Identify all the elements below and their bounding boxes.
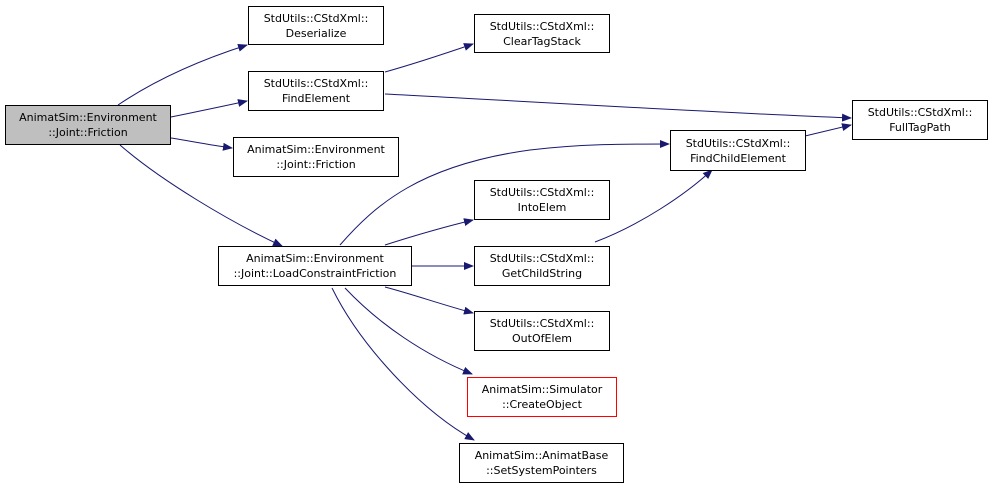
node-set-system-pointers-line1: AnimatSim::AnimatBase [474,449,609,462]
node-into-elem[interactable]: StdUtils::CStdXml:: IntoElem [474,180,610,220]
edge-find-element-to-clear-tag-stack [384,43,474,73]
node-find-element-line2: FindElement [281,92,351,105]
node-full-tag-path-line2: FullTagPath [889,121,951,134]
node-deserialize-line2: Deserialize [285,26,347,40]
node-full-tag-path-line1: StdUtils::CStdXml:: [867,106,973,119]
node-friction-ctor-line1: AnimatSim::Environment [247,143,385,156]
edge-load-to-create-object [344,287,473,375]
node-set-system-pointers-line2: ::SetSystemPointers [486,464,597,477]
edge-find-child-to-full-tag-path [804,123,852,137]
node-out-of-elem-line1: StdUtils::CStdXml:: [489,317,595,330]
edge-friction-to-load-constraint [119,144,283,247]
node-create-object[interactable]: AnimatSim::Simulator ::CreateObject [467,377,617,417]
node-find-child-element-line1: StdUtils::CStdXml:: [685,136,791,150]
node-create-object-line1: AnimatSim::Simulator [481,383,603,396]
edge-get-child-string-to-find-child [594,169,713,243]
node-load-constraint-friction-line1: AnimatSim::Environment [246,252,384,265]
node-find-child-element[interactable]: StdUtils::CStdXml:: FindChildElement [670,130,806,171]
node-into-elem-line1: StdUtils::CStdXml:: [489,186,595,199]
edge-friction-to-friction-ctor [170,137,233,151]
node-find-child-element-line2: FindChildElement [690,151,786,165]
node-friction-root-line2: ::Joint::Friction [48,126,128,139]
node-out-of-elem[interactable]: StdUtils::CStdXml:: OutOfElem [474,311,610,351]
node-get-child-string-line1: StdUtils::CStdXml:: [489,252,595,265]
node-clear-tag-stack-line2: ClearTagStack [503,34,581,48]
node-friction-root-line1: AnimatSim::Environment [19,111,157,124]
node-get-child-string-line2: GetChildString [501,267,583,280]
node-create-object-line2: ::CreateObject [502,398,582,411]
node-set-system-pointers[interactable]: AnimatSim::AnimatBase ::SetSystemPointer… [459,443,624,483]
node-load-constraint-friction-line2: ::Joint::LoadConstraintFriction [233,267,397,280]
edge-load-to-find-child [339,140,670,246]
edge-friction-to-find-element [170,99,248,118]
node-load-constraint-friction[interactable]: AnimatSim::Environment ::Joint::LoadCons… [218,246,412,286]
node-clear-tag-stack-line1: StdUtils::CStdXml:: [489,19,595,33]
node-get-child-string[interactable]: StdUtils::CStdXml:: GetChildString [474,246,610,286]
edge-load-to-out-of-elem [384,286,474,315]
node-friction-root[interactable]: AnimatSim::Environment ::Joint::Friction [5,105,171,145]
edge-load-to-into-elem [384,218,474,246]
node-full-tag-path[interactable]: StdUtils::CStdXml:: FullTagPath [852,100,988,140]
node-out-of-elem-line2: OutOfElem [512,332,572,345]
node-clear-tag-stack[interactable]: StdUtils::CStdXml:: ClearTagStack [474,14,610,53]
node-find-element[interactable]: StdUtils::CStdXml:: FindElement [248,71,384,111]
node-deserialize[interactable]: StdUtils::CStdXml:: Deserialize [248,6,384,45]
edge-find-element-to-full-tag-path [384,93,852,122]
node-find-element-line1: StdUtils::CStdXml:: [263,77,369,90]
node-friction-ctor-line2: ::Joint::Friction [276,158,356,171]
node-into-elem-line2: IntoElem [517,201,567,214]
node-deserialize-line1: StdUtils::CStdXml:: [263,11,369,25]
edge-friction-to-deserialize [117,43,248,106]
edge-load-to-set-system-pointers [331,287,475,441]
node-friction-ctor[interactable]: AnimatSim::Environment ::Joint::Friction [233,137,399,177]
